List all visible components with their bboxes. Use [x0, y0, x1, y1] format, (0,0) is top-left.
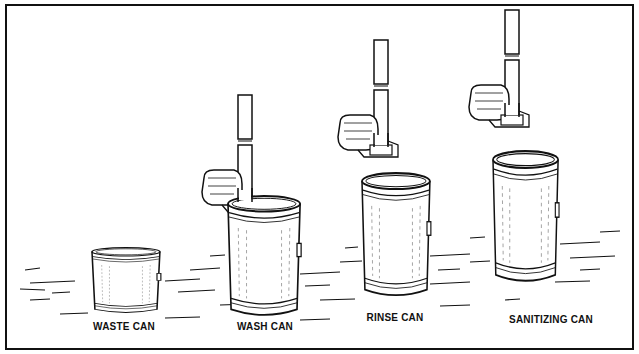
can-label: SANITIZING CAN: [509, 314, 593, 325]
immersion-heater: [202, 95, 262, 212]
heater-front-overlap: [239, 105, 518, 200]
heater-pipe-edges: [238, 103, 519, 202]
can-label: WASH CAN: [237, 321, 293, 332]
immersion-heater: [469, 10, 529, 127]
can-label: RINSE CAN: [367, 312, 424, 323]
can-label: WASTE CAN: [93, 321, 155, 332]
waste-can: [92, 248, 161, 313]
sanitizing-can: [493, 151, 559, 281]
rinse-can: [362, 173, 431, 295]
figure-border: [6, 5, 633, 349]
immersion-heater: [338, 40, 398, 157]
wash-can: [228, 196, 301, 315]
